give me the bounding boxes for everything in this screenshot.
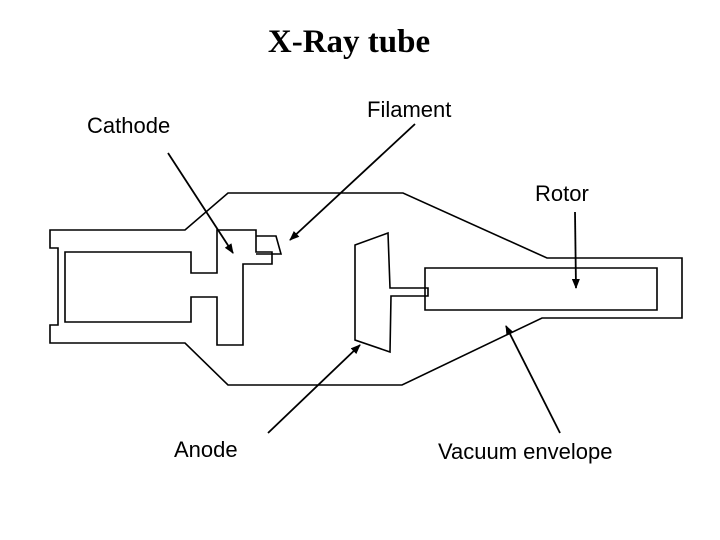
arrow-cathode: [167, 152, 234, 254]
label-vacuum-envelope: Vacuum envelope: [438, 439, 613, 464]
cathode-assembly: [64, 229, 273, 346]
arrow-rotor: [571, 211, 580, 289]
arrow-vacuum-envelope: [505, 325, 561, 434]
rotor-stem: [424, 267, 658, 311]
arrow-filament: [289, 123, 416, 241]
label-anode: Anode: [174, 437, 238, 462]
anode-disc: [354, 231, 429, 354]
filament-cup: [256, 235, 283, 255]
label-filament: Filament: [367, 97, 452, 122]
arrow-anode: [267, 344, 361, 434]
label-cathode: Cathode: [87, 113, 171, 138]
label-rotor: Rotor: [535, 181, 589, 206]
envelope-outline: [49, 192, 683, 386]
diagram-title: X-Ray tube: [267, 24, 431, 60]
